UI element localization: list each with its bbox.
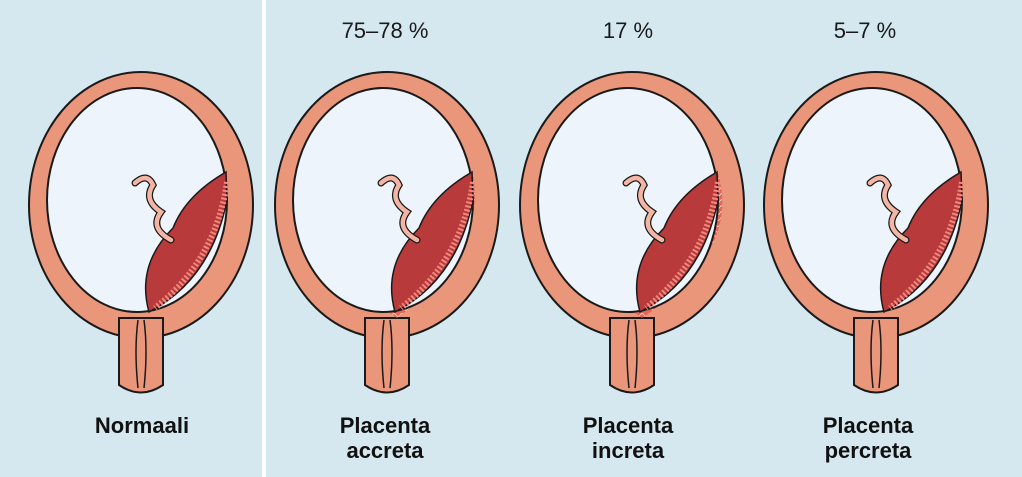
label-accreta: Placenta accreta — [285, 413, 485, 463]
label-increta: Placenta increta — [528, 413, 728, 463]
cervix — [854, 318, 898, 393]
label-percreta-line-2: percreta — [768, 438, 968, 463]
label-normal: Normaali — [42, 413, 242, 438]
label-increta-line-1: Placenta — [528, 413, 728, 438]
uterus-increta — [520, 72, 744, 393]
cervix — [365, 318, 409, 393]
label-percreta-line-1: Placenta — [768, 413, 968, 438]
uterus-normal — [29, 72, 253, 393]
percent-percreta: 5–7 % — [785, 18, 945, 44]
percent-accreta: 75–78 % — [305, 18, 465, 44]
label-accreta-line-2: accreta — [285, 438, 485, 463]
cervix — [610, 318, 654, 393]
label-accreta-line-1: Placenta — [285, 413, 485, 438]
uterus-accreta — [275, 72, 499, 393]
label-percreta: Placenta percreta — [768, 413, 968, 463]
cervix — [119, 318, 163, 393]
percent-increta: 17 % — [548, 18, 708, 44]
label-increta-line-2: increta — [528, 438, 728, 463]
uterus-percreta — [764, 72, 988, 393]
label-normal-line-1: Normaali — [42, 413, 242, 438]
